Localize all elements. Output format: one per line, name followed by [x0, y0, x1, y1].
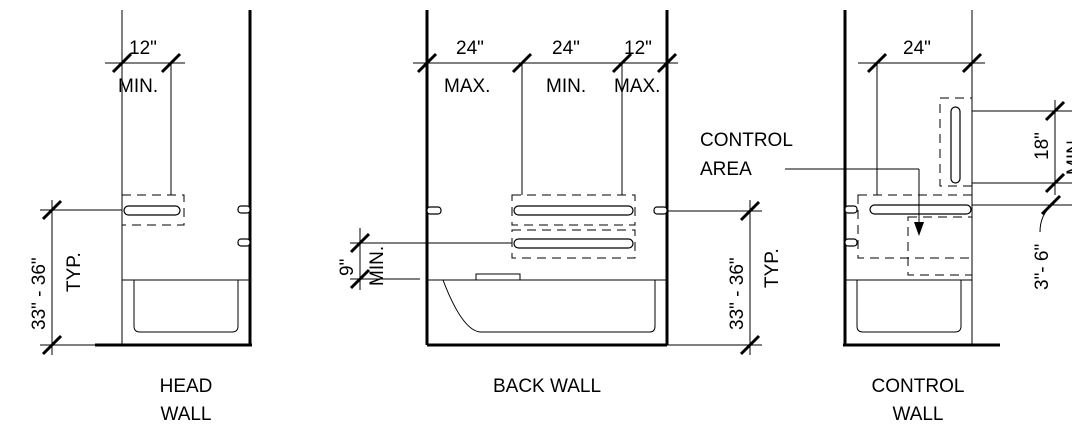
dimension-tick	[160, 52, 182, 74]
control-wall-vertical-bar-zone	[939, 97, 973, 187]
dimension-tick	[111, 52, 133, 74]
control-wall-control-knob	[844, 238, 858, 247]
control-wall-offset-leader	[1039, 204, 1053, 233]
control-area-label-line1: CONTROL	[700, 130, 793, 151]
dimension-tick	[656, 52, 678, 74]
control-wall-dim-offset: 3"- 6"	[1032, 244, 1053, 290]
head-wall-dim-height-note: TYP.	[64, 252, 85, 292]
dimension-tick	[739, 200, 761, 222]
back-wall-lower-grab-bar-zone	[511, 229, 636, 259]
head-wall-dim-height: 33" - 36"	[29, 257, 50, 330]
dimension-tick	[866, 52, 888, 74]
back-wall-dim-gap: 9"	[337, 259, 358, 276]
control-area-arrow-icon	[914, 222, 924, 236]
back-wall-dim-height-note: TYP.	[762, 248, 783, 288]
back-wall-upper-grab-bar-zone	[511, 194, 636, 226]
control-wall-tub-basin	[856, 280, 962, 333]
dimension-tick	[1040, 194, 1062, 216]
control-wall-elevation: 24" CONTROL AREA 18" MIN. 3"- 6" CONTROL…	[700, 10, 1072, 425]
head-wall-grab-bar	[123, 205, 181, 216]
dimension-tick	[349, 268, 371, 290]
back-wall-dim-2-note: MIN.	[546, 76, 586, 97]
control-area-label-line2: AREA	[700, 159, 752, 180]
control-wall-dim-vertical: 18"	[1032, 132, 1053, 160]
dimension-tick	[611, 52, 633, 74]
dimension-tick	[511, 52, 533, 74]
control-wall-vertical-grab-bar	[950, 106, 961, 184]
control-wall-control-knob	[844, 205, 858, 214]
back-wall-dim-3: 12"	[624, 38, 652, 59]
head-wall-title-line1: HEAD	[160, 376, 213, 397]
back-wall-tub-drain	[475, 273, 521, 281]
control-wall-title-line1: CONTROL	[872, 376, 965, 397]
control-wall-dim-top: 24"	[903, 38, 931, 59]
control-wall-dim-vertical-note: MIN.	[1064, 135, 1072, 175]
dimension-tick	[349, 232, 371, 254]
head-wall-tub-basin	[133, 280, 239, 333]
back-wall-upper-grab-bar	[513, 205, 634, 216]
back-wall-title: BACK WALL	[493, 376, 601, 397]
back-wall-tub-basin	[442, 279, 656, 333]
back-wall-lower-grab-bar	[513, 238, 634, 249]
head-wall-elevation: 12" MIN. 33" - 36" TYP. HEAD WALL	[29, 10, 252, 425]
head-wall-dim-top: 12"	[129, 38, 157, 59]
dimension-tick	[1044, 172, 1066, 194]
dimension-tick	[416, 52, 438, 74]
back-wall-dim-gap-note: MIN.	[367, 246, 388, 286]
dimension-tick	[1044, 100, 1066, 122]
back-wall-dim-2: 24"	[552, 38, 580, 59]
dimension-tick	[961, 52, 983, 74]
control-wall-control-area-zone	[907, 216, 973, 276]
back-wall-control-knob	[653, 206, 668, 215]
back-wall-dim-1: 24"	[456, 38, 484, 59]
back-wall-dim-height: 33" - 36"	[727, 257, 748, 330]
back-wall-dim-1-note: MAX.	[444, 76, 490, 97]
control-wall-horizontal-grab-bar	[869, 204, 972, 215]
head-wall-title-line2: WALL	[160, 404, 211, 425]
head-wall-control-knob	[237, 205, 251, 214]
back-wall-dim-3-note: MAX.	[614, 76, 660, 97]
control-wall-grab-bar-zone	[857, 194, 973, 259]
control-wall-title-line2: WALL	[892, 404, 943, 425]
back-wall-control-knob	[426, 206, 442, 215]
head-wall-control-knob	[237, 238, 251, 247]
dimension-tick	[41, 334, 63, 356]
head-wall-dim-top-note: MIN.	[118, 76, 158, 97]
dimension-tick	[739, 334, 761, 356]
dimension-tick	[41, 199, 63, 221]
back-wall-elevation: 24" MAX. 24" MIN. 12" MAX. 9" MIN. 33" -…	[337, 10, 783, 397]
